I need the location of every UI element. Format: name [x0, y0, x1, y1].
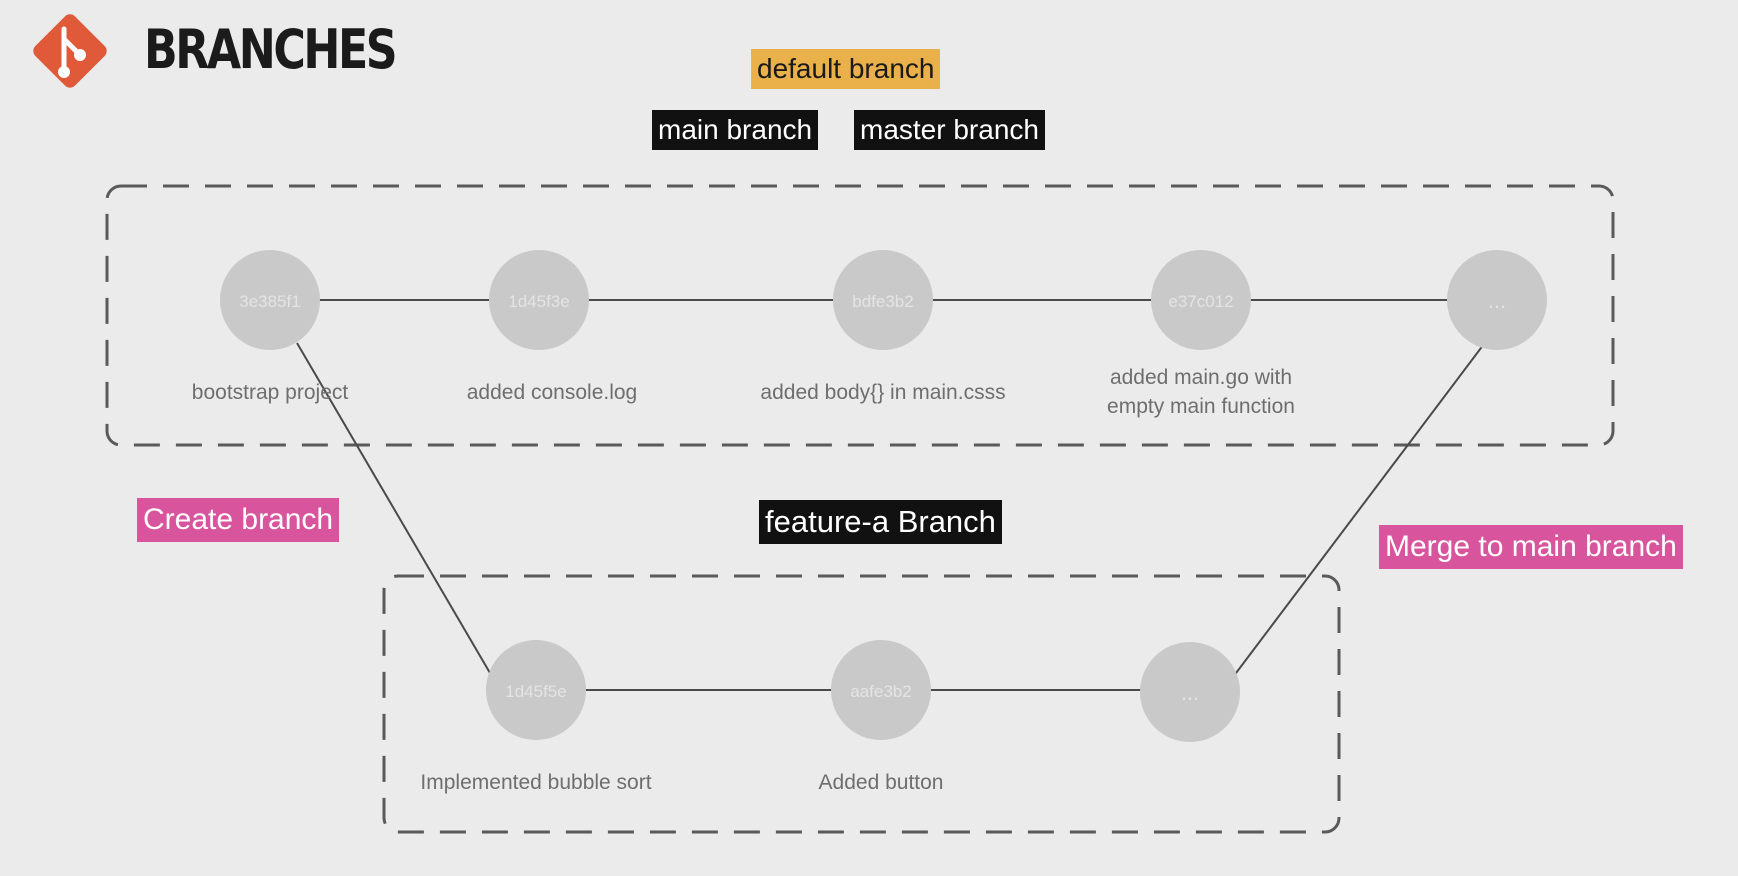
commit-message: added main.go with empty main function — [1107, 366, 1295, 418]
commit-node: 1d45f3e — [489, 250, 589, 350]
feature-branch-label: feature-a Branch — [759, 500, 1002, 544]
commit-hash: bdfe3b2 — [852, 292, 913, 311]
merge-branch-label: Merge to main branch — [1379, 525, 1683, 569]
commit-message: added body{} in main.csss — [760, 381, 1006, 404]
commit-hash: aafe3b2 — [850, 682, 911, 701]
commit-message: Added button — [818, 771, 944, 794]
commit-node: ... — [1447, 250, 1547, 350]
commit-hash: 1d45f3e — [508, 292, 569, 311]
main-branch-box — [105, 184, 1615, 447]
commit-node: ... — [1140, 642, 1240, 742]
merge-branch-line — [1226, 335, 1491, 686]
commit-hash: 3e385f1 — [239, 292, 300, 311]
default-branch-label: default branch — [751, 49, 941, 89]
commit-message: Implemented bubble sort — [420, 771, 652, 794]
feature-branch-box — [382, 574, 1341, 834]
commit-hash: ... — [1488, 288, 1506, 313]
commit-node: bdfe3b2 — [833, 250, 933, 350]
master-branch-label: master branch — [854, 110, 1045, 150]
commit-hash: 1d45f5e — [505, 682, 566, 701]
create-branch-line — [296, 342, 491, 674]
commit-node: 3e385f1 — [220, 250, 320, 350]
page-title: BRANCHES — [144, 18, 398, 81]
commit-node: aafe3b2 — [831, 640, 931, 740]
commit-message: added console.log — [466, 381, 638, 404]
git-logo-icon — [33, 14, 107, 88]
create-branch-label: Create branch — [137, 498, 340, 542]
main-branch-label: main branch — [652, 110, 819, 150]
commit-node: e37c012 — [1151, 250, 1251, 350]
commit-hash: ... — [1181, 680, 1199, 705]
commit-node: 1d45f5e — [486, 640, 586, 740]
commit-message: bootstrap project — [191, 381, 349, 404]
commit-hash: e37c012 — [1168, 292, 1233, 311]
